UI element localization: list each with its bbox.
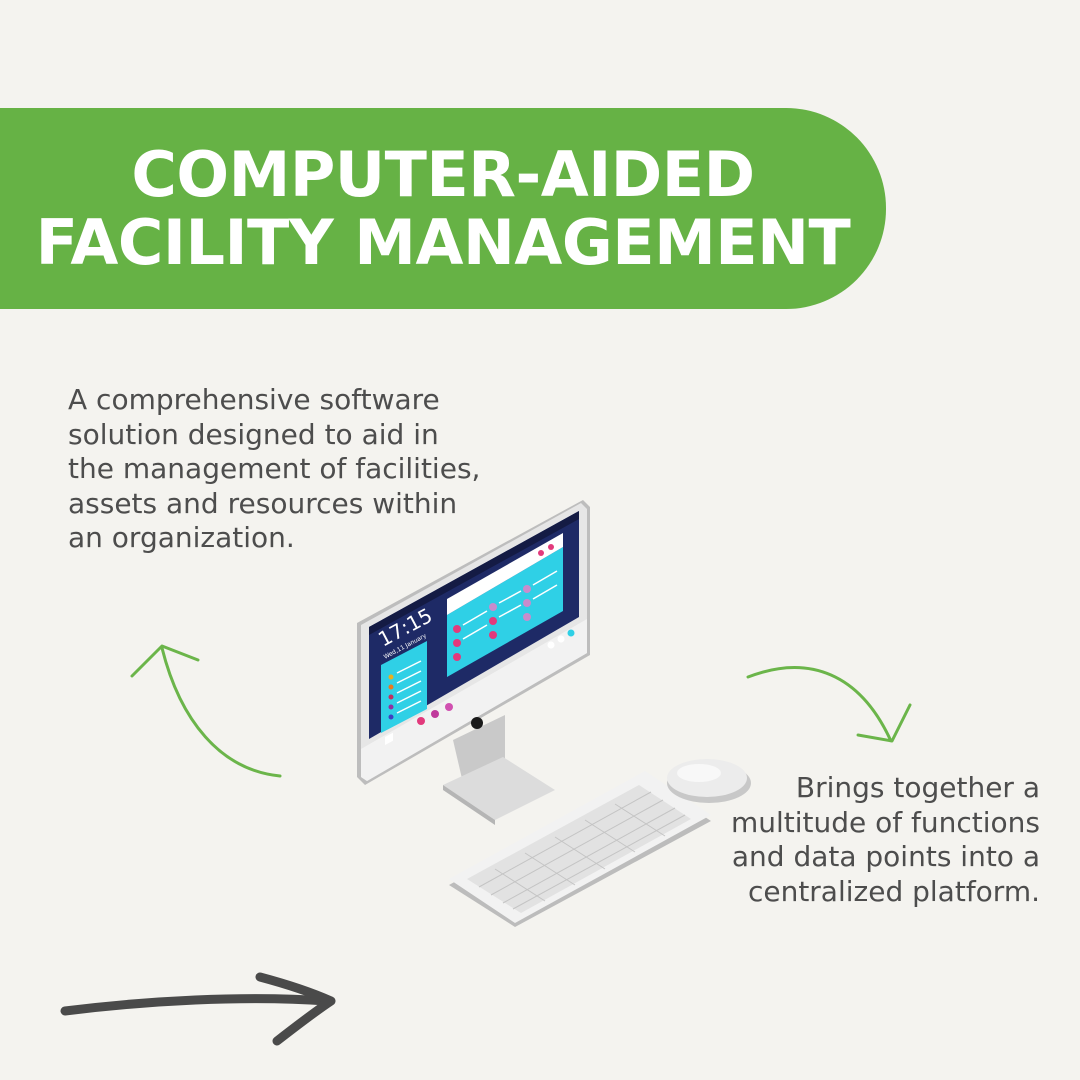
page-title-line-2: FACILITY MANAGEMENT bbox=[35, 206, 851, 279]
keyboard-icon bbox=[449, 771, 711, 927]
curved-arrow-up-icon bbox=[130, 644, 282, 778]
page-title-line-1: COMPUTER-AIDED bbox=[131, 138, 755, 211]
monitor-stand bbox=[443, 715, 555, 825]
title-banner bbox=[0, 108, 886, 309]
description-left: A comprehensive software solution design… bbox=[68, 383, 481, 554]
straight-arrow-right-icon bbox=[60, 972, 336, 1046]
description-right: Brings together a multitude of functions… bbox=[730, 771, 1040, 908]
curved-arrow-down-icon bbox=[746, 666, 912, 743]
desktop-computer-icon: 17:15 Wed,11 January bbox=[357, 500, 751, 927]
mouse-icon bbox=[667, 759, 751, 803]
